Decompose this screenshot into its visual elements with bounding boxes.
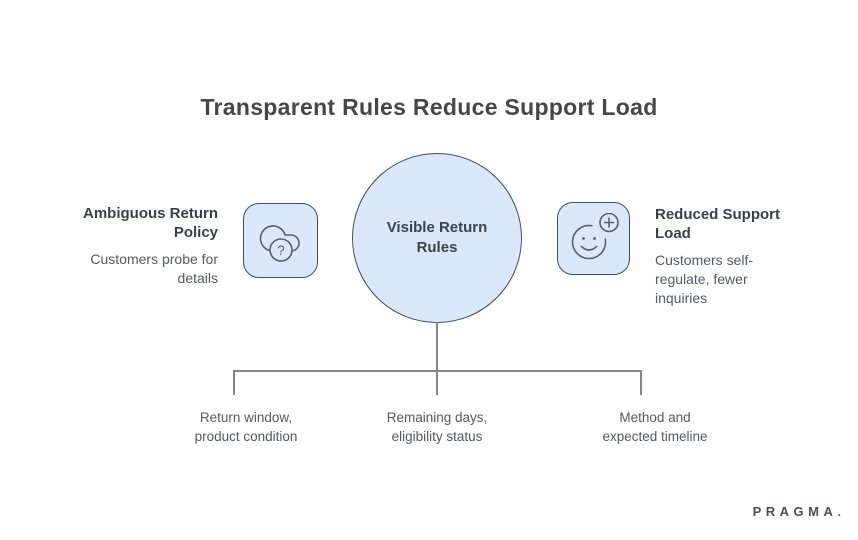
question-mark-glyph: ? bbox=[277, 243, 285, 258]
right-effect-block: Reduced Support Load Customers self- reg… bbox=[655, 205, 803, 308]
branch-label-return-window: Return window, product condition bbox=[194, 410, 298, 444]
center-node-label: Visible Return Rules bbox=[386, 219, 488, 256]
connector-tick-left bbox=[233, 370, 235, 395]
left-cause-body: Customers probe for details bbox=[90, 251, 218, 286]
smiley-plus-glyph bbox=[571, 212, 619, 259]
right-effect-body: Customers self- regulate, fewer inquirie… bbox=[655, 252, 754, 306]
page-title: Transparent Rules Reduce Support Load bbox=[200, 94, 658, 120]
brand-logo-text: PRAGMA bbox=[752, 504, 838, 519]
brand-logo: PRAGMA. bbox=[753, 504, 841, 519]
branch-label-method-timeline: Method and expected timeline bbox=[602, 410, 708, 444]
smiley-plus-icon bbox=[557, 202, 630, 275]
connector-tick-middle bbox=[436, 370, 438, 395]
brand-logo-dot: . bbox=[837, 504, 841, 519]
connector-stem bbox=[436, 322, 438, 371]
right-effect-heading: Reduced Support Load bbox=[655, 206, 781, 242]
left-cause-heading: Ambiguous Return Policy bbox=[83, 205, 218, 241]
cloud-question-glyph: ? bbox=[259, 224, 300, 262]
cloud-question-icon: ? bbox=[243, 203, 318, 278]
left-cause-block: Ambiguous Return Policy Customers probe … bbox=[56, 204, 218, 288]
connector-tick-right bbox=[640, 370, 642, 395]
branch-label-remaining-days: Remaining days, eligibility status bbox=[386, 410, 488, 444]
center-node: Visible Return Rules bbox=[352, 153, 522, 323]
